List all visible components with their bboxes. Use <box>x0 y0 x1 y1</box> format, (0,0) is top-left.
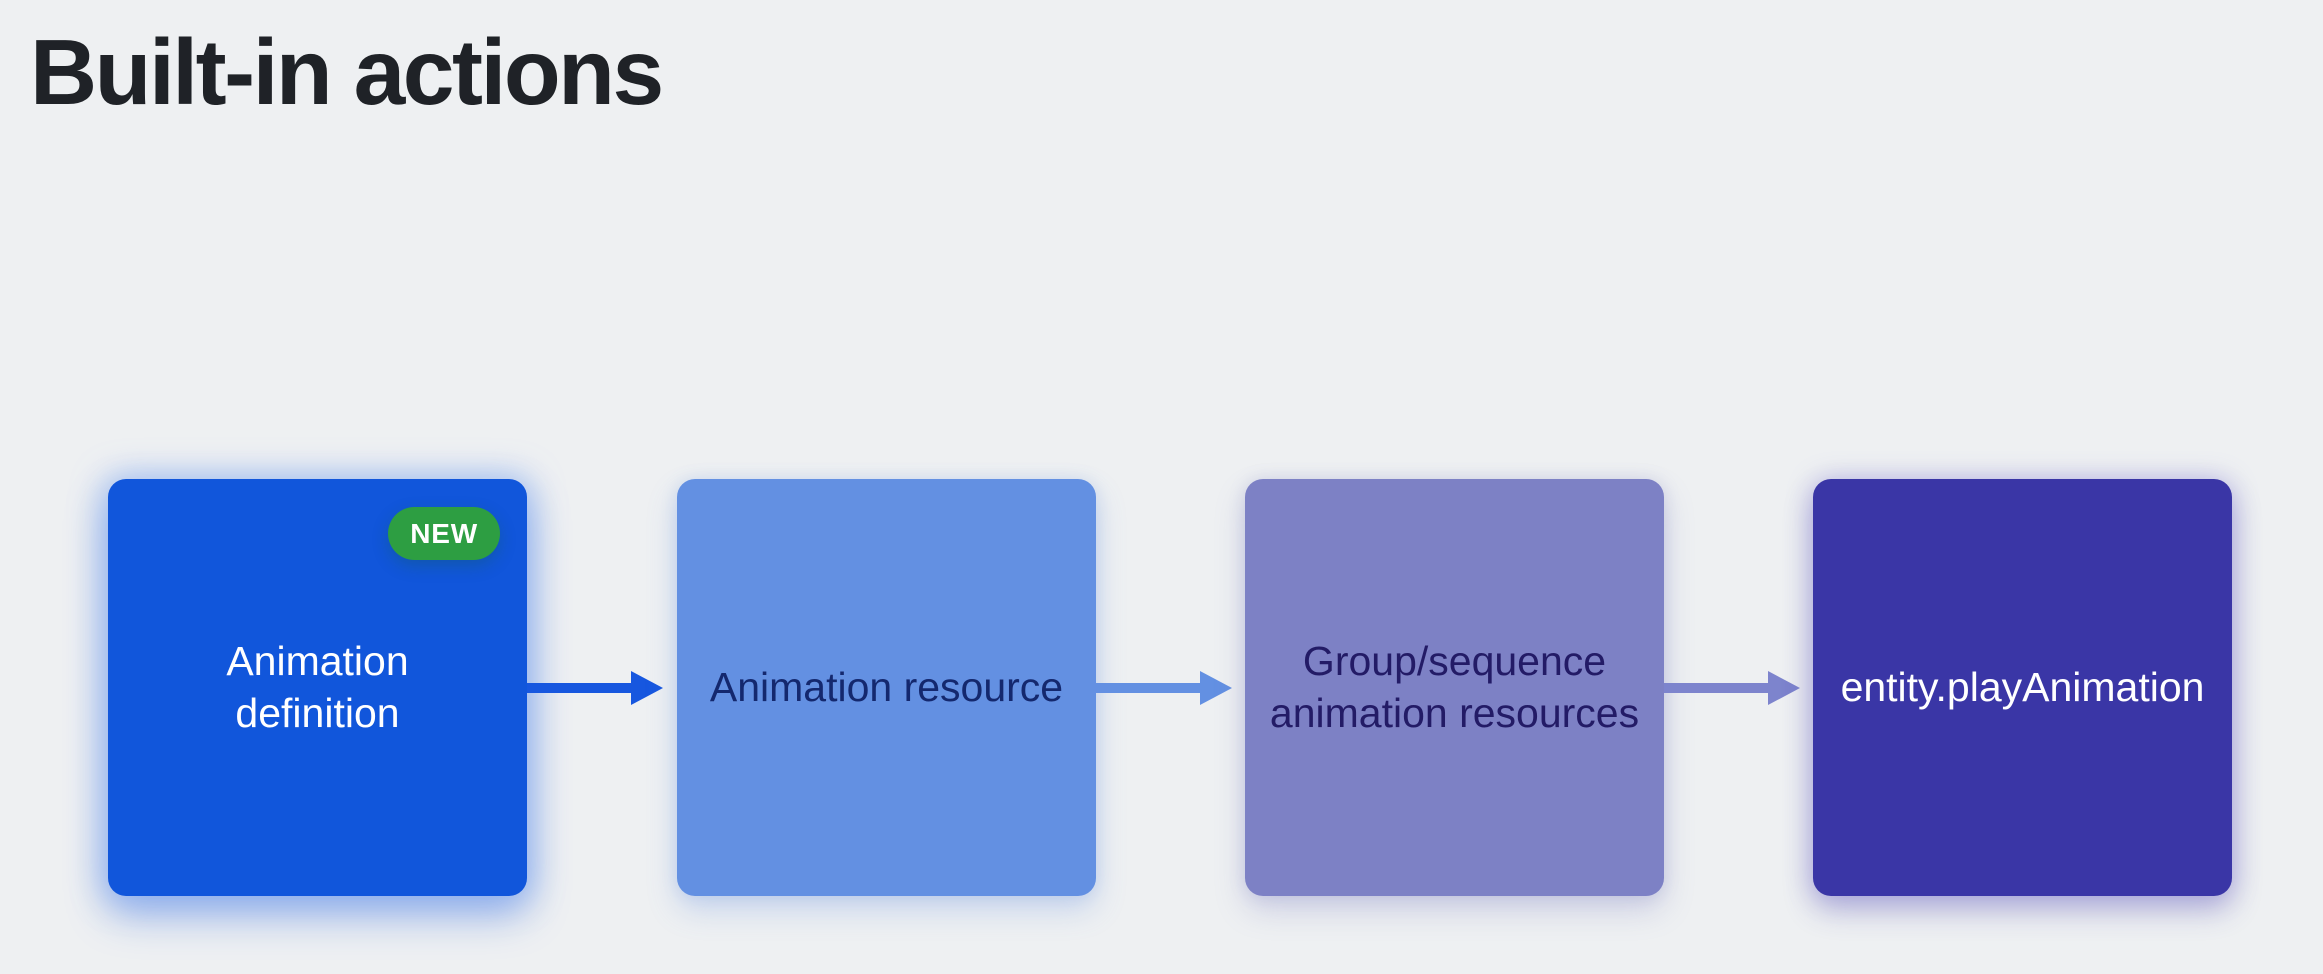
flow-node-animation-definition: NEW Animation definition <box>108 479 527 896</box>
new-badge: NEW <box>388 507 500 560</box>
node-label-entity-play-animation: entity.playAnimation <box>1840 663 2205 710</box>
flow-arrow-3 <box>1664 670 1800 706</box>
arrow-right-icon <box>1664 671 1800 705</box>
arrow-right-icon <box>1096 671 1232 705</box>
node-label-animation-definition: Animation definition <box>226 638 409 736</box>
flow-node-group-sequence-animation-resources: Group/sequence animation resources <box>1245 479 1664 896</box>
flow-node-entity-play-animation: entity.playAnimation <box>1813 479 2232 896</box>
node-label-group-sequence: Group/sequence animation resources <box>1269 638 1640 736</box>
arrow-right-icon <box>527 671 663 705</box>
flow-arrow-1 <box>527 670 663 706</box>
node-label-animation-resource: Animation resource <box>709 663 1064 710</box>
flow-node-animation-resource: Animation resource <box>677 479 1096 896</box>
flow-arrow-2 <box>1096 670 1232 706</box>
page-title: Built-in actions <box>30 20 664 124</box>
